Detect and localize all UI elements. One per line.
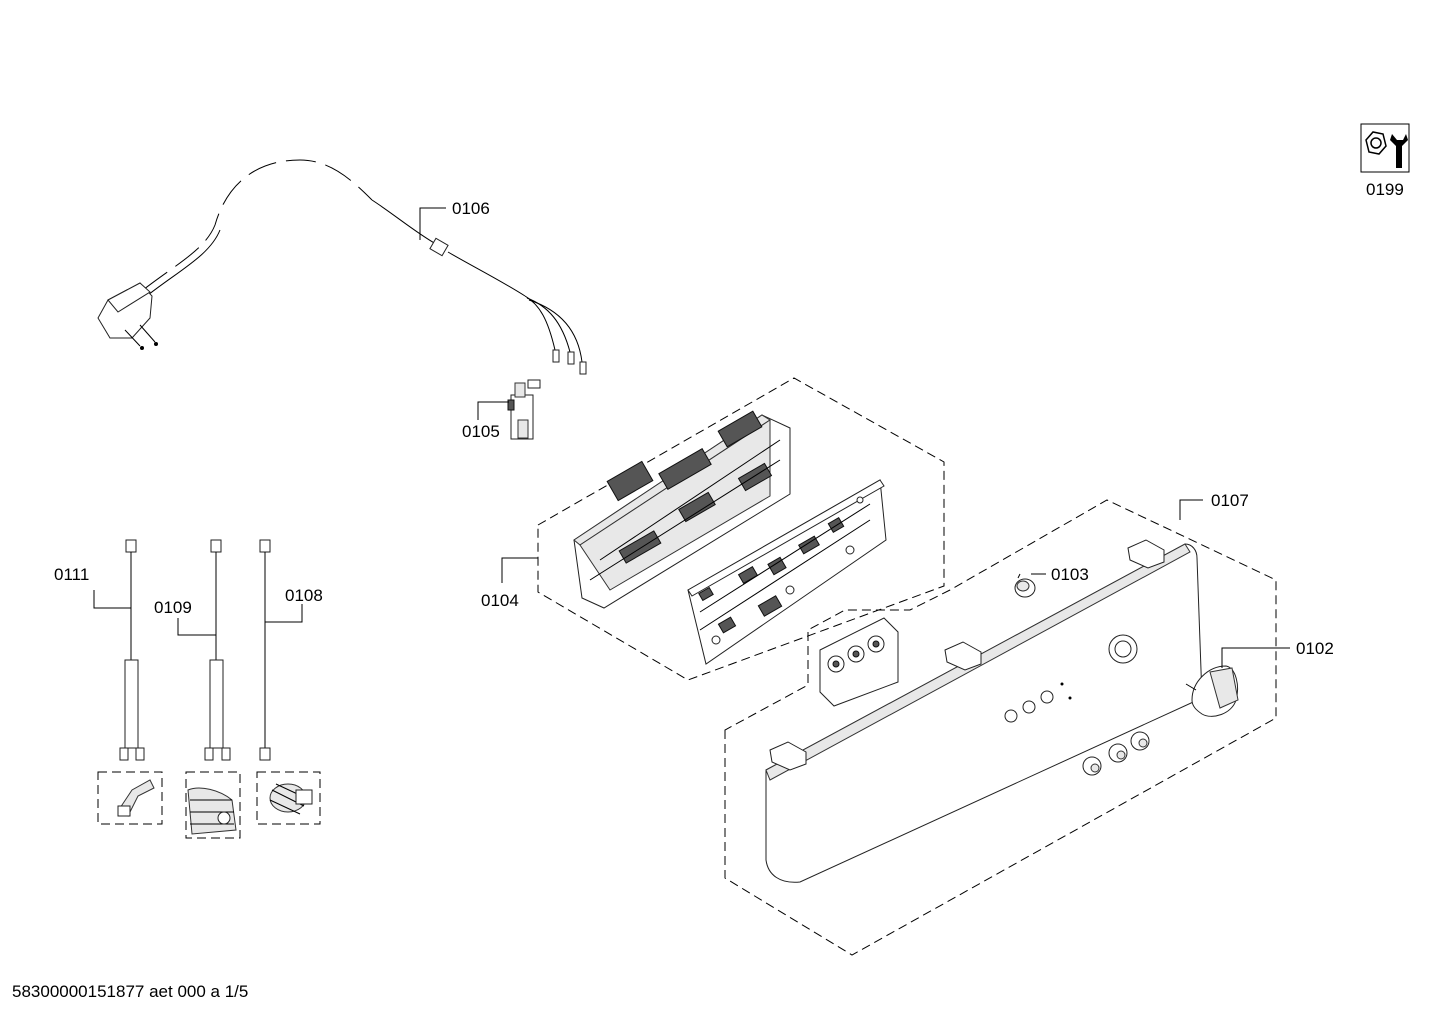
label-0106: 0106 bbox=[452, 199, 490, 218]
label-0107: 0107 bbox=[1211, 491, 1249, 510]
harness-0108 bbox=[256, 539, 321, 825]
label-0103: 0103 bbox=[1051, 565, 1089, 584]
label-0102: 0102 bbox=[1296, 639, 1334, 658]
label-0199: 0199 bbox=[1366, 180, 1404, 199]
label-0109: 0109 bbox=[154, 598, 192, 617]
selector-knob-small-group bbox=[1082, 731, 1150, 776]
leader-0107 bbox=[1179, 499, 1203, 520]
power-cable bbox=[97, 159, 587, 375]
leader-0111 bbox=[93, 590, 131, 609]
program-knob bbox=[1185, 665, 1239, 717]
button-holder bbox=[819, 617, 899, 707]
label-0104: 0104 bbox=[481, 591, 519, 610]
cable-clamp bbox=[507, 379, 541, 440]
control-module-pcb bbox=[687, 479, 887, 665]
indicator-lens bbox=[1014, 573, 1036, 598]
control-module-housing bbox=[573, 410, 791, 609]
leader-0105 bbox=[477, 401, 509, 420]
leader-0108 bbox=[265, 604, 303, 623]
wrench-nut-icon[interactable] bbox=[1360, 123, 1410, 173]
leader-0106 bbox=[419, 207, 446, 240]
leader-0104 bbox=[501, 557, 538, 583]
harness-0109 bbox=[185, 539, 241, 839]
harness-0111 bbox=[97, 539, 163, 825]
leader-0109 bbox=[177, 618, 216, 636]
module-group-outline bbox=[537, 377, 945, 681]
document-footer-id: 58300000151877 aet 000 a 1/5 bbox=[12, 982, 249, 1001]
label-0105: 0105 bbox=[462, 422, 500, 441]
leader-0102 bbox=[1221, 647, 1290, 668]
fascia-group-outline bbox=[724, 499, 1277, 956]
fascia-panel bbox=[765, 539, 1203, 883]
label-0108: 0108 bbox=[285, 586, 323, 605]
label-0111: 0111 bbox=[54, 565, 89, 584]
